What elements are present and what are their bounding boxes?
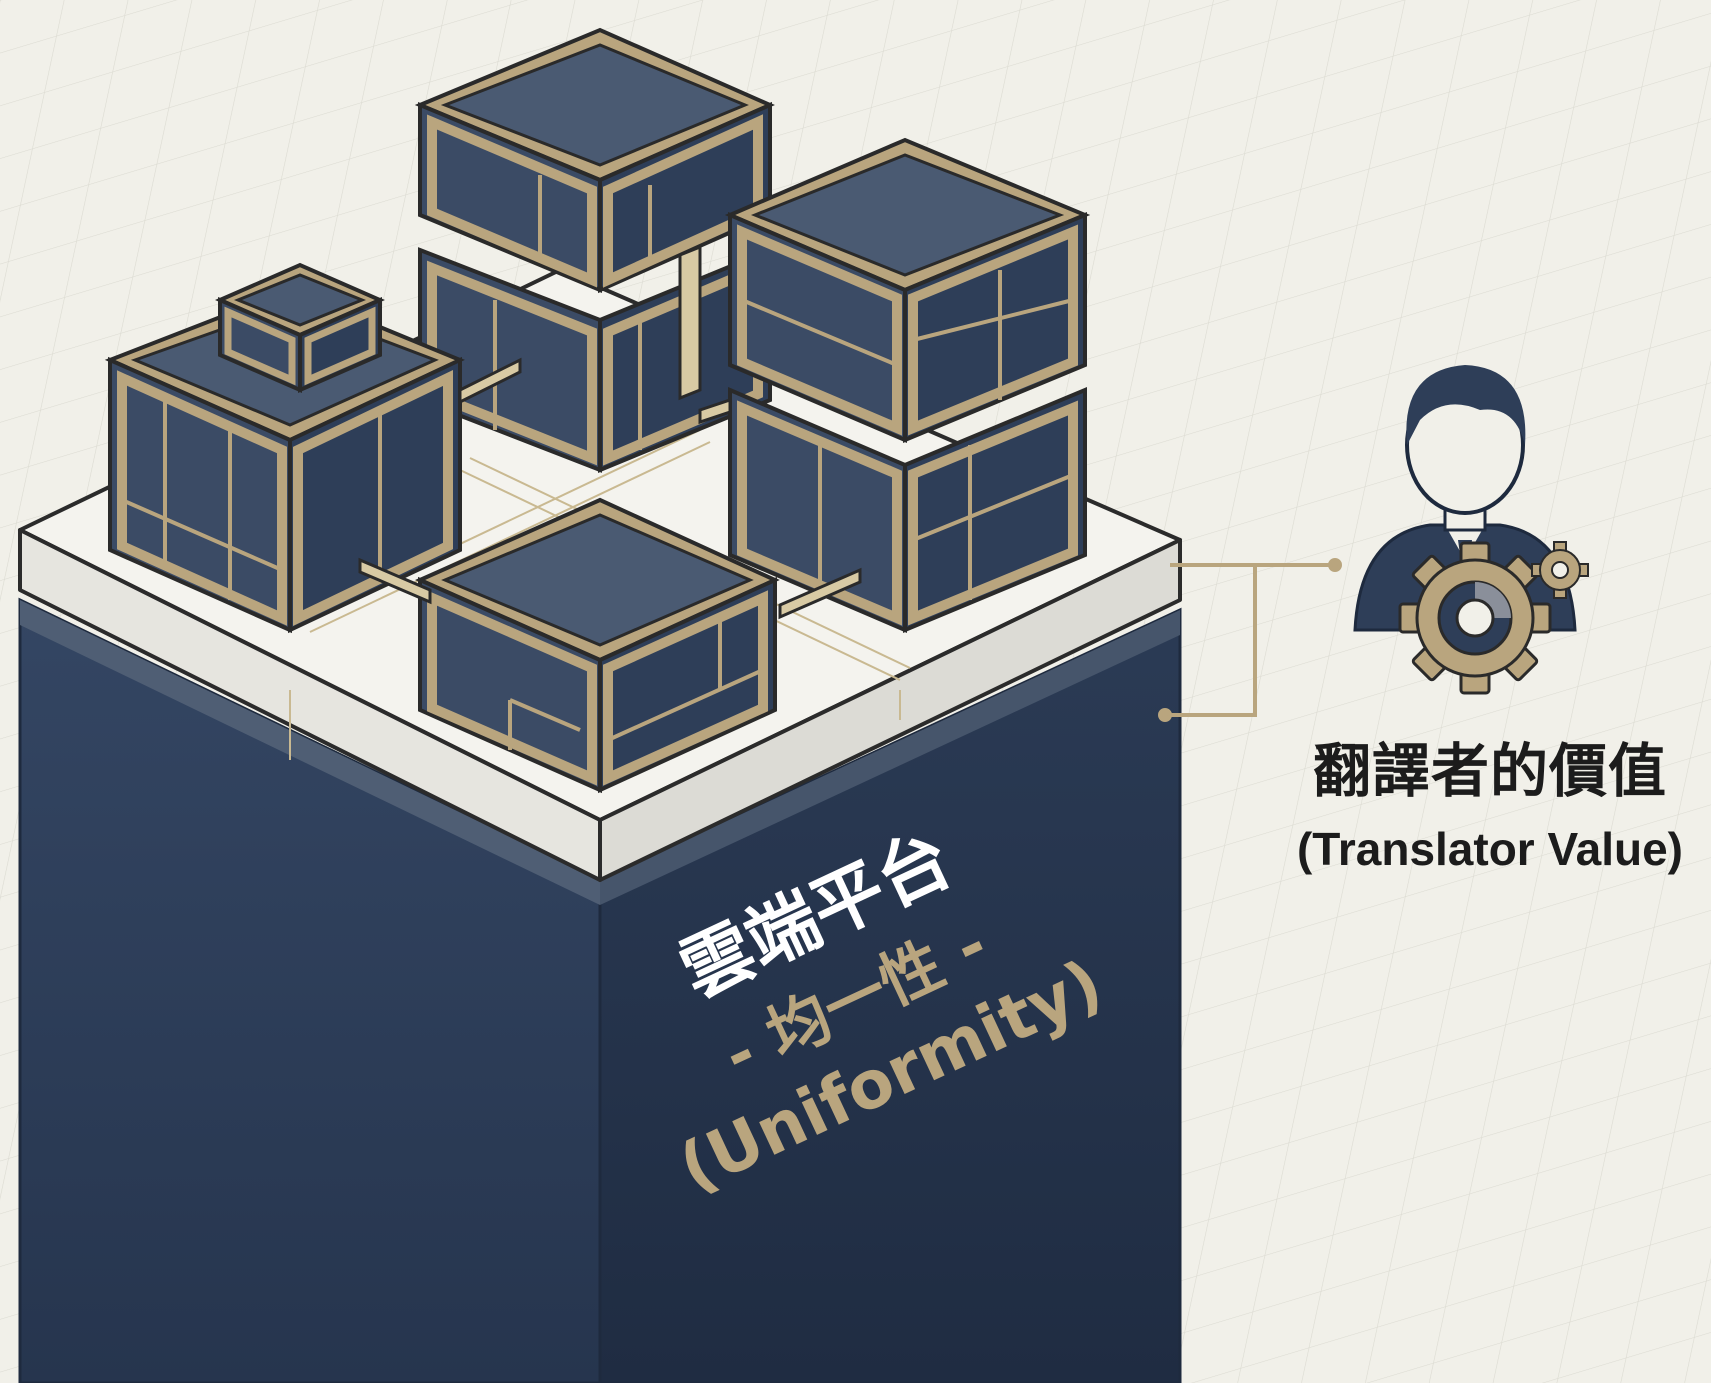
module-connectors — [358, 244, 862, 620]
building-module-icon — [724, 137, 1091, 634]
translator-value-subtitle: (Translator Value) — [1296, 823, 1683, 875]
building-module-icon — [104, 262, 465, 634]
bracket-connector — [1158, 558, 1342, 722]
cloud-platform-base — [18, 597, 1182, 1383]
building-module-icon — [415, 497, 780, 794]
translator-value-title: 翻譯者的價值 — [1312, 737, 1667, 805]
building-module-icon — [414, 27, 775, 473]
gear-icon — [1398, 541, 1589, 695]
